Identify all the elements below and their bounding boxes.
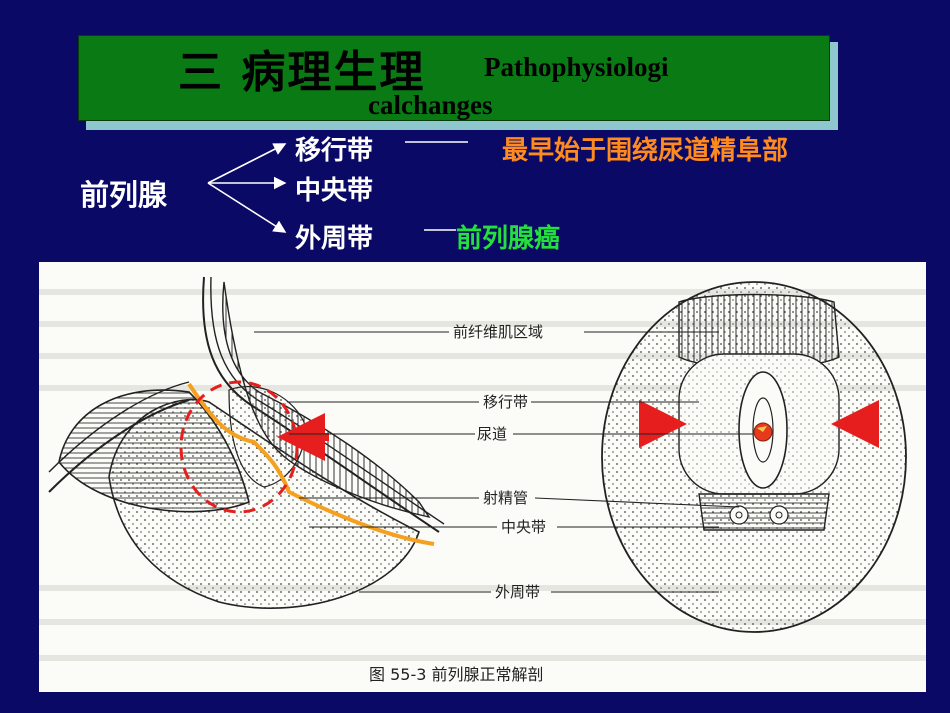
- urethra-highlight: [187, 382, 435, 546]
- title-chinese: 三 病理生理: [178, 47, 426, 98]
- label-fibromuscular: 前纤维肌区域: [453, 323, 543, 341]
- anatomy-figure: 前纤维肌区域 移行带 尿道 射精管 中央带 外周带 图 55-3 前列腺正常解剖: [39, 276, 926, 684]
- transition-zone-note: 最早始于围绕尿道精阜部: [502, 136, 789, 166]
- label-peripheral: 外周带: [495, 583, 540, 601]
- transition-zone-label: 移行带: [295, 136, 374, 166]
- label-urethra: 尿道: [477, 425, 507, 443]
- sagittal-view: [48, 276, 445, 609]
- zone-arrows: [207, 141, 468, 233]
- prostate-cancer-note: 前列腺癌: [456, 224, 561, 254]
- central-zone-label: 中央带: [295, 176, 374, 206]
- title-english-line1: Pathophysiologi: [484, 52, 669, 82]
- label-transition: 移行带: [483, 393, 528, 411]
- title-box: [78, 35, 830, 121]
- cross-section-view: [601, 281, 907, 633]
- peripheral-zone-label: 外周带: [295, 224, 374, 254]
- label-central: 中央带: [501, 518, 546, 536]
- label-ejaculatory-duct: 射精管: [483, 489, 528, 507]
- title-english-line2: calchanges: [368, 90, 493, 120]
- anatomy-diagram: 前纤维肌区域 移行带 尿道 射精管 中央带 外周带 图 55-3 前列腺正常解剖: [39, 262, 926, 692]
- figure-caption: 图 55-3 前列腺正常解剖: [369, 665, 544, 684]
- leader-lines: [254, 331, 753, 593]
- gland-label: 前列腺: [80, 178, 168, 212]
- central-zone-shape: [58, 389, 250, 513]
